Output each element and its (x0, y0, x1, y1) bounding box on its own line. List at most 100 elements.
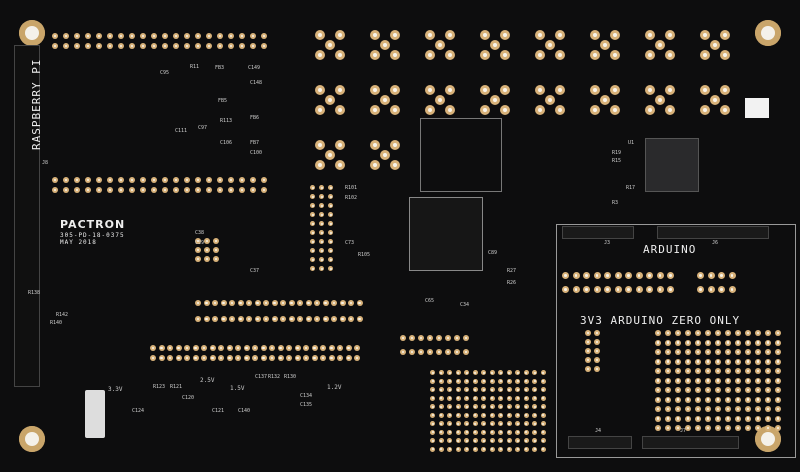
solder-pad (695, 349, 701, 355)
component-ref-label: C148 (250, 80, 263, 86)
solder-pad (735, 358, 741, 365)
solder-pad (140, 187, 146, 193)
solder-pad (535, 85, 545, 95)
solder-pad (277, 355, 284, 361)
solder-pad (695, 415, 701, 422)
solder-pad (213, 247, 219, 253)
solder-pad (226, 355, 233, 361)
solder-pad (532, 446, 537, 452)
solder-pad (390, 160, 400, 170)
solder-pad (472, 421, 478, 426)
solder-pad (328, 266, 333, 271)
solder-pad (129, 177, 135, 183)
solder-pad (85, 187, 91, 193)
solder-pad (438, 446, 444, 452)
solder-pad (705, 368, 711, 374)
solder-pad (775, 396, 781, 403)
solder-pad (261, 177, 267, 183)
solder-pad (436, 349, 442, 355)
solder-pad (310, 212, 315, 217)
component-ref-label: C120 (182, 395, 195, 401)
solder-pad (540, 404, 546, 409)
solder-pad (481, 438, 486, 443)
solder-pad (315, 160, 325, 170)
solder-pad (523, 404, 529, 409)
solder-pad (96, 187, 102, 193)
solder-pad (655, 406, 661, 412)
component-ref-label: C121 (212, 408, 225, 414)
solder-pad (209, 345, 216, 351)
solder-pad (765, 349, 771, 355)
solder-pad (700, 105, 710, 115)
solder-pad (532, 378, 537, 384)
solder-pad (173, 43, 179, 49)
solder-pad (239, 177, 245, 183)
solder-pad (775, 368, 781, 374)
solder-pad (118, 177, 124, 183)
solder-pad (269, 345, 275, 351)
solder-pad (162, 177, 168, 183)
solder-pad (697, 286, 704, 293)
solder-pad (656, 272, 664, 279)
solder-pad (635, 286, 643, 293)
solder-pad (705, 330, 711, 336)
solder-pad (735, 349, 741, 355)
board-date: MAY 2018 (60, 239, 97, 246)
solder-pad (390, 50, 400, 60)
solder-pad (335, 30, 345, 40)
component-ref-label: R105 (358, 252, 371, 258)
solder-pad (237, 316, 244, 322)
solder-pad (695, 387, 701, 393)
solder-pad (315, 85, 325, 95)
solder-pad (594, 339, 600, 345)
solder-pad (665, 415, 671, 422)
solder-pad (775, 425, 781, 431)
solder-pad (718, 272, 725, 279)
solder-pad (322, 300, 329, 306)
solder-pad (472, 412, 478, 418)
solder-pad (447, 412, 452, 418)
solder-pad (239, 187, 245, 193)
solder-pad (535, 30, 545, 40)
j8-label: J8 (42, 160, 49, 166)
solder-pad (212, 300, 218, 306)
solder-pad (594, 348, 600, 354)
solder-pad (184, 33, 190, 39)
solder-pad (206, 177, 212, 183)
solder-pad (310, 257, 315, 262)
arduino-area (556, 224, 796, 458)
solder-pad (645, 105, 655, 115)
solder-pad (447, 429, 452, 435)
solder-pad (150, 355, 156, 361)
solder-pad (725, 406, 731, 412)
solder-pad (435, 95, 445, 105)
solder-pad (675, 330, 681, 336)
solder-pad (695, 330, 701, 336)
solder-pad (430, 404, 435, 409)
solder-pad (243, 355, 250, 361)
solder-pad (195, 247, 201, 253)
solder-pad (725, 415, 731, 422)
solder-pad (356, 300, 363, 306)
solder-pad (715, 349, 721, 355)
solder-pad (646, 286, 653, 293)
component-ref-label: R101 (345, 185, 358, 191)
solder-pad (594, 330, 600, 336)
solder-pad (500, 105, 510, 115)
component-ref-label: U1 (628, 140, 635, 146)
solder-pad (675, 358, 681, 365)
solder-pad (425, 85, 435, 95)
solder-pad (319, 266, 324, 271)
solder-pad (447, 378, 452, 384)
solder-pad (715, 368, 721, 374)
component-ref-label: R132 (268, 374, 281, 380)
solder-pad (409, 349, 415, 355)
solder-pad (489, 370, 495, 375)
solder-pad (481, 370, 486, 375)
solder-pad (430, 387, 435, 392)
solder-pad (325, 150, 335, 160)
connector-j6 (657, 226, 769, 239)
solder-pad (63, 177, 69, 183)
solder-pad (535, 105, 545, 115)
solder-pad (435, 40, 445, 50)
